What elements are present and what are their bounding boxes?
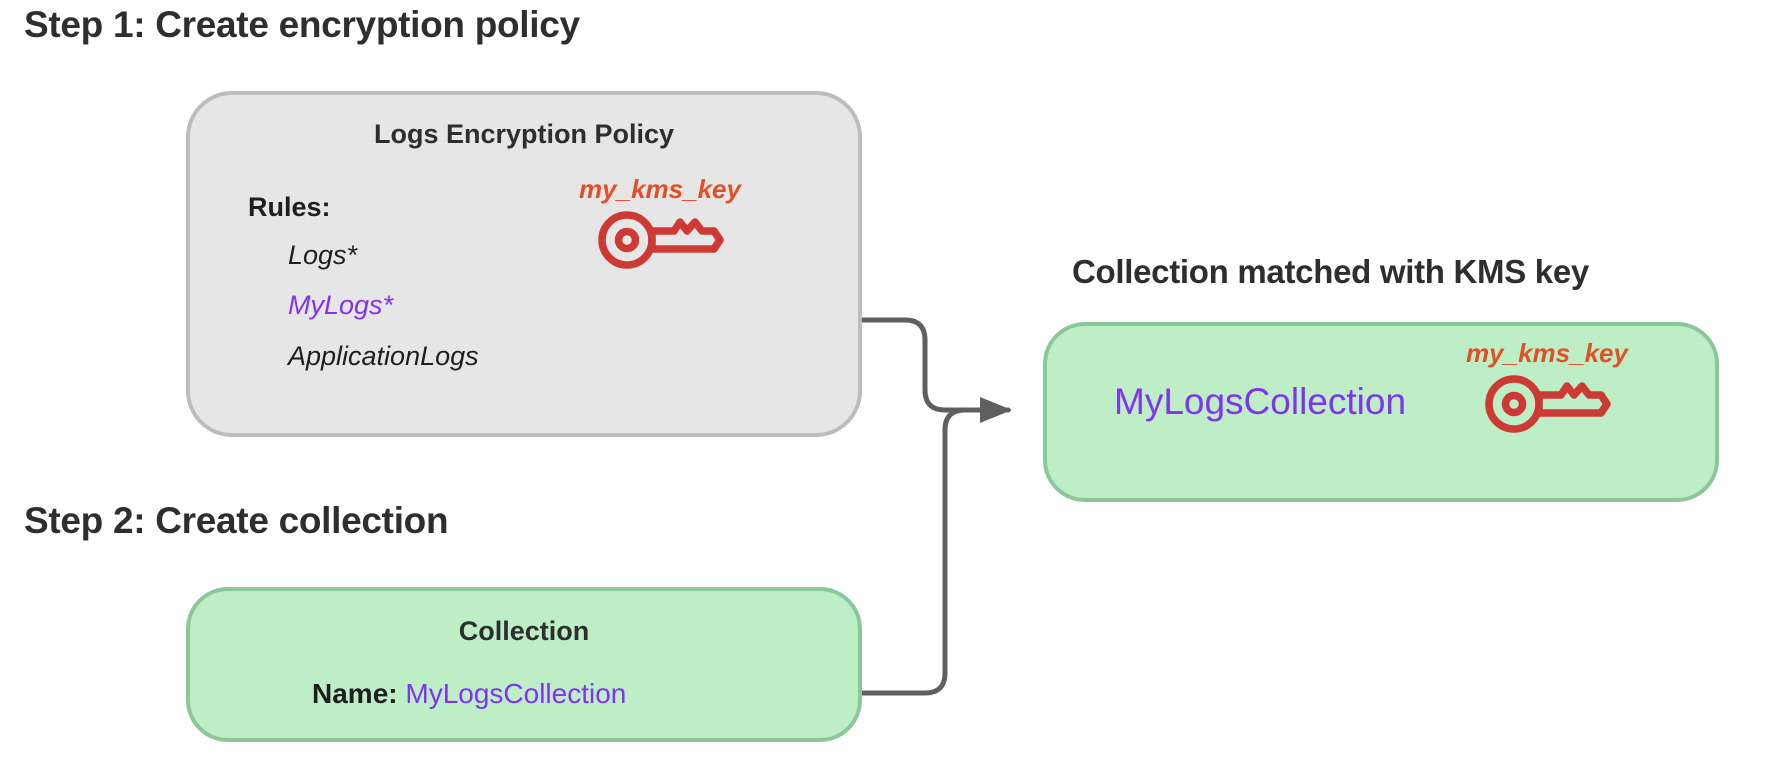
key-icon — [598, 211, 724, 269]
collection-name-label: Name: — [312, 678, 398, 709]
step-2-heading: Step 2: Create collection — [24, 500, 449, 541]
policy-box-title: Logs Encryption Policy — [373, 119, 675, 149]
collection-box: Collection Name: MyLogsCollection — [186, 587, 862, 742]
policy-kms-key-label: my_kms_key — [579, 174, 741, 204]
matched-collection-heading: Collection matched with KMS key — [1072, 253, 1589, 290]
policy-rule-applicationlogs: ApplicationLogs — [288, 341, 479, 371]
key-icon — [1485, 375, 1611, 433]
collection-name-value: MyLogsCollection — [405, 678, 627, 709]
policy-rule-mylogs: MyLogs* — [288, 290, 394, 320]
policy-kms-key-group: my_kms_key — [560, 174, 760, 271]
matched-collection-name: MyLogsCollection — [1114, 381, 1407, 422]
logs-encryption-policy-box: Logs Encryption Policy Rules: Logs* MyLo… — [186, 91, 862, 437]
policy-rule-logs: Logs* — [288, 240, 358, 270]
rules-label: Rules: — [248, 192, 331, 222]
matched-kms-key-label: my_kms_key — [1466, 338, 1628, 368]
collection-box-title: Collection — [458, 616, 590, 646]
collection-name-line: Name: MyLogsCollection — [312, 678, 626, 710]
step-1-heading: Step 1: Create encryption policy — [24, 4, 580, 45]
matched-collection-box: MyLogsCollection my_kms_key — [1043, 322, 1719, 502]
matched-kms-key-group: my_kms_key — [1447, 338, 1647, 435]
